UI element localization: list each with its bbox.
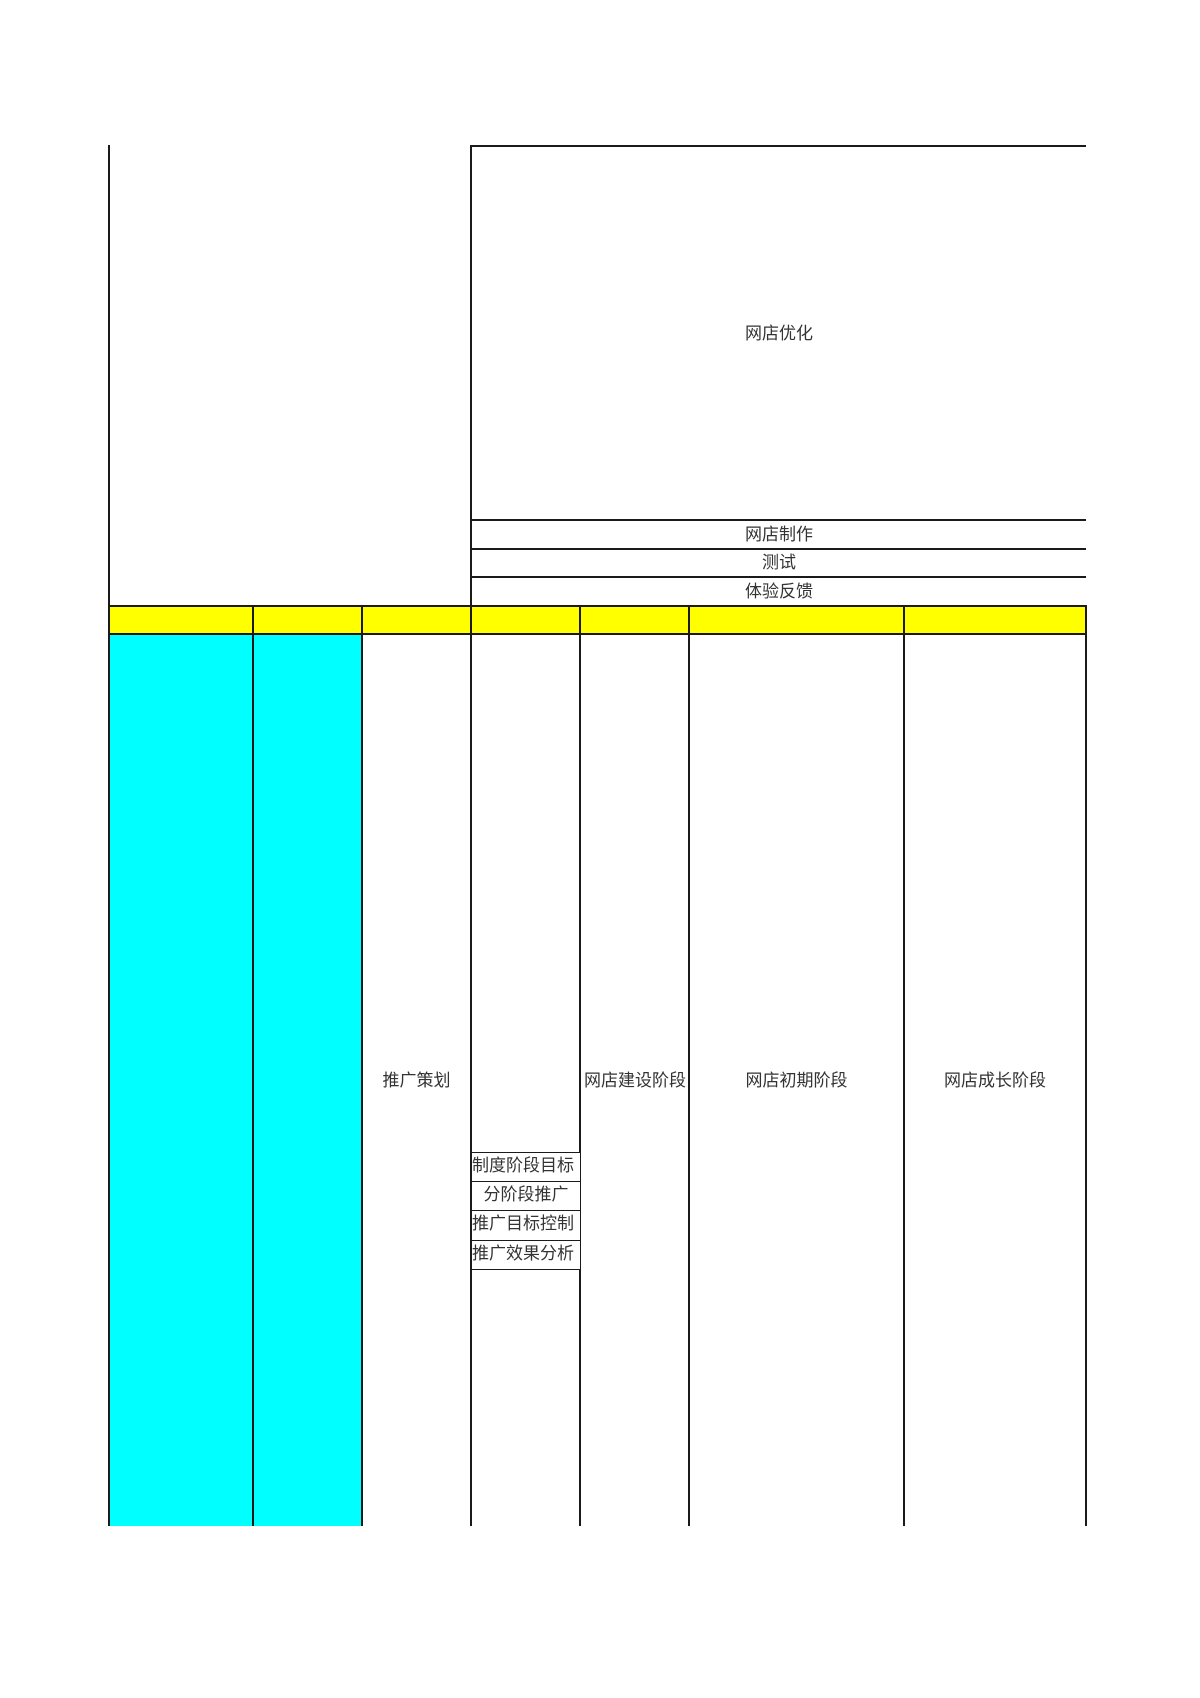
body-cell-target-control[interactable]: 推广目标控制 — [471, 1210, 581, 1241]
body-cell-phased-promotion[interactable]: 分阶段推广 — [471, 1181, 581, 1211]
body-cell-shop-building-stage[interactable]: 网店建设阶段 — [584, 635, 686, 1526]
header-row-line-1 — [470, 519, 1086, 521]
header-block-top-border — [470, 145, 1086, 147]
body-cell-shop-initial-stage[interactable]: 网店初期阶段 — [690, 635, 903, 1526]
col-border-right — [1085, 605, 1087, 1526]
body-cell-col2[interactable] — [254, 635, 362, 1526]
yellow-header-cell-5[interactable] — [581, 607, 689, 633]
header-cell-testing[interactable]: 测试 — [472, 550, 1086, 576]
body-cell-stage-target[interactable]: 制度阶段目标 — [471, 1152, 581, 1182]
col-border-6 — [688, 605, 690, 1526]
col-border-3 — [361, 605, 363, 1526]
body-cell-effect-analysis-text: 推广效果分析 — [472, 1244, 574, 1264]
body-cell-shop-growth-stage[interactable]: 网店成长阶段 — [905, 635, 1085, 1526]
body-cell-promotion-planning-text: 推广策划 — [382, 1070, 451, 1091]
header-cell-experience-feedback[interactable]: 体验反馈 — [472, 578, 1086, 605]
body-cell-shop-building-stage-text: 网店建设阶段 — [584, 1070, 686, 1091]
yellow-header-cell-1[interactable] — [110, 607, 253, 633]
header-cell-shop-making[interactable]: 网店制作 — [472, 521, 1086, 548]
body-cell-stage-target-text: 制度阶段目标 — [472, 1156, 574, 1176]
header-cell-shop-making-text: 网店制作 — [745, 524, 813, 545]
yellow-header-cell-6[interactable] — [690, 607, 904, 633]
col-border-7 — [903, 605, 905, 1526]
header-cell-experience-feedback-text: 体验反馈 — [745, 581, 813, 602]
header-row-line-2 — [470, 548, 1086, 550]
yellow-header-cell-3[interactable] — [363, 607, 471, 633]
header-cell-testing-text: 测试 — [762, 553, 796, 573]
body-cell-phased-promotion-text: 分阶段推广 — [483, 1185, 569, 1205]
body-cell-col1[interactable] — [110, 635, 253, 1526]
yellow-header-cell-7[interactable] — [905, 607, 1085, 633]
body-cell-effect-analysis[interactable]: 推广效果分析 — [471, 1240, 581, 1270]
yellow-header-cell-4[interactable] — [472, 607, 580, 633]
header-cell-shop-optimization[interactable]: 网店优化 — [472, 147, 1086, 520]
body-cell-target-control-text: 推广目标控制 — [472, 1214, 574, 1234]
header-row-line-3 — [470, 576, 1086, 578]
body-cell-promotion-planning[interactable]: 推广策划 — [363, 635, 470, 1526]
col-border-2 — [252, 605, 254, 1526]
sheet-left-border — [108, 145, 110, 1526]
header-block-left-border — [470, 145, 472, 606]
body-cell-shop-growth-stage-text: 网店成长阶段 — [944, 1070, 1046, 1091]
yellow-header-cell-2[interactable] — [254, 607, 362, 633]
col-border-5 — [579, 605, 581, 1526]
header-cell-shop-optimization-text: 网店优化 — [745, 323, 813, 344]
body-cell-shop-initial-stage-text: 网店初期阶段 — [745, 1070, 848, 1091]
col-border-4 — [470, 605, 472, 1526]
